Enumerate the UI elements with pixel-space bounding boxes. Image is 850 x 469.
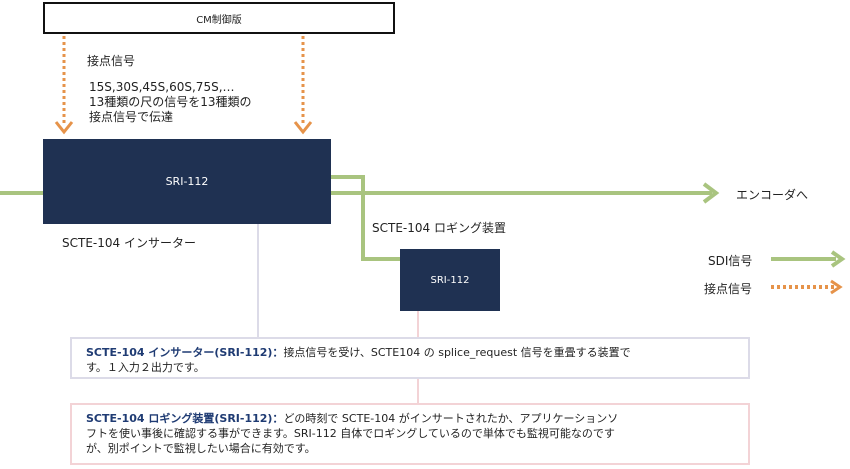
inserter-note-title: SCTE-104 インサーター(SRI-112)：	[86, 346, 284, 359]
logger-device-label: SRI-112	[430, 274, 470, 286]
contact-signal-title: 接点信号	[87, 54, 136, 68]
inserter-note-line2: す。１入力２出力です。	[86, 361, 205, 374]
contact-signal-desc-line2: 13種類の尺の信号を13種類の	[89, 95, 252, 109]
inserter-description-note: SCTE-104 インサーター(SRI-112)：接点信号を受け、SCTE104…	[70, 337, 750, 379]
inserter-caption: SCTE-104 インサーター	[62, 236, 196, 250]
scte104-inserter-device: SRI-112	[43, 139, 331, 224]
logger-note-title: SCTE-104 ロギング装置(SRI-112)：	[86, 412, 284, 425]
legend-contact-arrowhead	[830, 279, 843, 295]
scte104-logger-device: SRI-112	[400, 249, 500, 311]
logger-caption: SCTE-104 ロギング装置	[372, 221, 506, 235]
contact-arrowhead-right	[293, 121, 313, 135]
encoder-output-label: エンコーダへ	[736, 188, 809, 202]
sdi-branch-line	[331, 175, 400, 261]
logger-description-note: SCTE-104 ロギング装置(SRI-112)：どの時刻で SCTE-104 …	[70, 403, 750, 465]
contact-arrowhead-left	[54, 121, 74, 135]
inserter-device-label: SRI-112	[165, 175, 209, 188]
logger-note-line3: が、別ポイントで監視したい場合に有効です。	[86, 442, 316, 455]
legend-sdi-label: SDI信号	[708, 254, 753, 268]
legend-contact-label: 接点信号	[704, 282, 753, 296]
logger-note-line2: フトを使い事後に確認する事ができます。SRI-112 自体でロギングしているので…	[86, 427, 615, 440]
contact-signal-desc-line1: 15S,30S,45S,60S,75S,…	[89, 80, 235, 94]
inserter-note-line1: 接点信号を受け、SCTE104 の splice_request 信号を重畳する…	[283, 346, 631, 359]
logger-note-line1: どの時刻で SCTE-104 がインサートされたか、アプリケーションソ	[283, 412, 619, 425]
contact-signal-desc-line3: 接点信号で伝達	[89, 110, 174, 124]
cm-control-board-label: CM制御版	[196, 14, 242, 26]
legend-sdi-arrowhead	[830, 250, 846, 268]
cm-control-board: CM制御版	[43, 2, 395, 34]
sdi-output-arrowhead	[702, 182, 720, 204]
